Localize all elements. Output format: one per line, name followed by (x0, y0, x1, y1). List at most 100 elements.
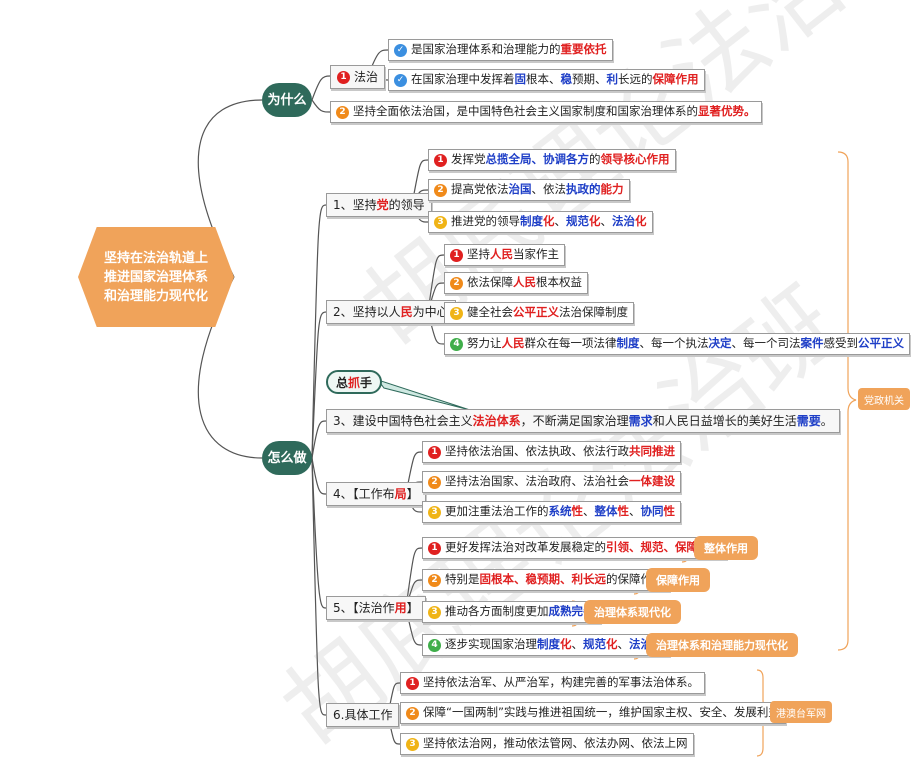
branch-specific-work[interactable]: 6.具体工作 (326, 703, 400, 727)
tag-hk-macau-taiwan-military-network[interactable]: 港澳台军网 (770, 701, 832, 723)
check-icon: ✓ (394, 43, 407, 57)
text-segment: 化 (543, 214, 555, 229)
branch-party-leadership[interactable]: 1、坚持党的领导 (326, 193, 432, 217)
text-segment: 依法保障 (467, 275, 513, 290)
text-segment: 预期、 (572, 72, 607, 87)
text-segment: 在国家治理中发挥着 (411, 72, 515, 87)
text-segment: 需求 (628, 414, 653, 428)
why-node[interactable]: 为什么 (262, 83, 312, 117)
text-segment: 固 (514, 72, 527, 87)
text-segment: 根本权益 (536, 275, 582, 290)
text-segment: 法治体系 (472, 414, 521, 428)
text-segment: 保障“一国两制”实践与推进祖国统一，维护国家主权、安全、发展利益 (423, 705, 780, 720)
text-segment: 保障作用 (652, 72, 699, 87)
text-segment: 当家作主 (513, 247, 559, 262)
text-segment: 案件 (800, 336, 824, 351)
branch-role-of-law[interactable]: 5、【法治作用】 (326, 596, 426, 620)
text-segment: 、 (571, 637, 584, 652)
text-segment: 引领、规范、保障 (606, 540, 698, 555)
text-segment: 法治 (629, 637, 652, 652)
how-node[interactable]: 怎么做 (262, 441, 312, 475)
text-segment: 、每一个执法 (639, 336, 709, 351)
text-segment: 健全社会 (467, 305, 513, 320)
text-segment: 共同推进 (629, 444, 675, 459)
tag-governance-modernization[interactable]: 治理体系现代化 (584, 600, 681, 624)
text-segment: 化 (560, 637, 572, 652)
text-segment: 、每一个司法 (731, 336, 801, 351)
text-segment: 化 (606, 637, 618, 652)
text-segment: 性 (663, 504, 676, 519)
text-segment: 1、坚持 (333, 198, 377, 212)
branch-rule-of-law-system[interactable]: 3、建设中国特色社会主义法治体系，不断满足国家治理需求和人民日益增长的美好生活需… (326, 409, 840, 433)
text-segment: 提高党依法 (451, 182, 509, 197)
text-segment: 2、坚持以人 (333, 305, 401, 319)
text-segment: 3、建设中国特色社会主义 (333, 414, 473, 428)
text-segment: 执政的 (566, 182, 601, 197)
text-segment: 、 (583, 504, 595, 519)
text-segment: 更好发挥法治对改革发展稳定的 (445, 540, 606, 555)
text-segment: 稳 (560, 72, 573, 87)
text-segment: 制度 (520, 214, 543, 229)
text-segment: 总揽全局、协调各方 (485, 152, 590, 167)
text-segment: 逐步实现国家治理 (445, 637, 537, 652)
text-segment: 能力 (600, 182, 624, 197)
text-segment: 坚持 (467, 247, 490, 262)
text-segment: 人民 (490, 247, 513, 262)
text-segment: 群众在每一项法律 (524, 336, 617, 351)
why-point-1-2[interactable]: ✓在国家治理中发挥着固根本、稳预期、利长远的保障作用 (388, 69, 705, 91)
text-segment: 法治保障制度 (559, 305, 628, 320)
tag-guarantee-role[interactable]: 保障作用 (646, 568, 710, 592)
text-segment: 努力让 (467, 336, 502, 351)
text-segment: 、 (554, 214, 567, 229)
text-segment: 长远的 (618, 72, 653, 87)
why-point-1-1[interactable]: ✓是国家治理体系和治理能力的重要依托 (388, 39, 613, 61)
branch-work-layout[interactable]: 4、【工作布局】 (326, 482, 426, 506)
text-segment: 4、【工作布 (333, 487, 395, 501)
text-segment: 推进党的领导 (451, 214, 520, 229)
root-topic[interactable]: 坚持在法治轨道上推进国家治理体系和治理能力现代化 (78, 227, 234, 327)
text-segment: 5、【法治作 (333, 601, 395, 615)
text-segment: 党 (376, 198, 389, 212)
text-segment: 手 (360, 375, 373, 390)
text-segment: 6.具体工作 (333, 708, 393, 722)
text-segment: 化 (635, 214, 647, 229)
text-segment: 特别是 (445, 572, 480, 587)
text-segment: 整体 (594, 504, 618, 519)
text-segment: 坚持依法治国、依法执政、依法行政 (445, 444, 629, 459)
text-segment: 显著优势。 (698, 104, 756, 119)
text-segment: 、 (600, 214, 613, 229)
text-segment: 坚持法治国家、法治政府、法治社会 (445, 474, 629, 489)
text-segment: 的保障作用 (606, 572, 664, 587)
branch-people-centered[interactable]: 2、坚持以人民为中心 (326, 300, 456, 324)
tag-governance-capacity-modernization[interactable]: 治理体系和治理能力现代化 (646, 633, 798, 657)
text-segment: 协同 (640, 504, 664, 519)
text-segment: 决定 (708, 336, 732, 351)
text-segment: 更加注重法治工作的 (445, 504, 549, 519)
check-icon: ✓ (394, 73, 407, 87)
tag-overall-role[interactable]: 整体作用 (694, 536, 758, 560)
text-segment: 公平正义 (858, 336, 904, 351)
zongzhuashou-callout[interactable]: 总抓手 (326, 370, 382, 394)
text-segment: 公平正义 (513, 305, 559, 320)
tag-party-government-organs[interactable]: 党政机关 (858, 388, 910, 410)
text-segment: 制度 (616, 336, 640, 351)
